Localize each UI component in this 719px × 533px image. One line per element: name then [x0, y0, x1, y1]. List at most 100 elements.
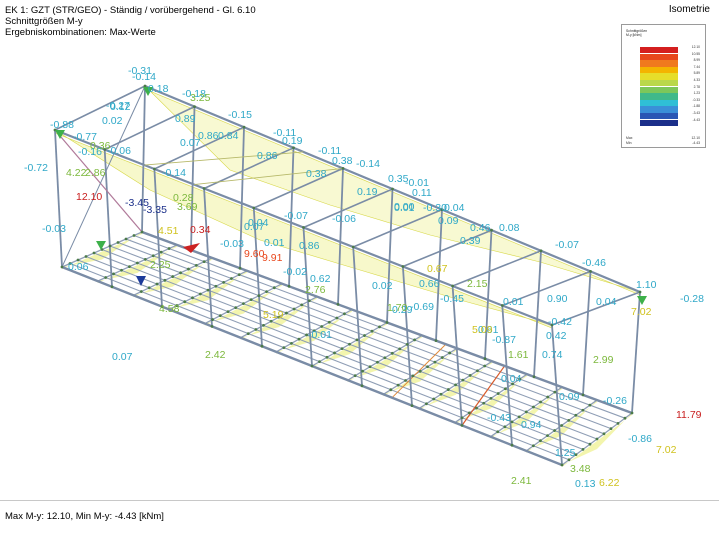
node [238, 266, 242, 270]
value-label: -0.72 [24, 162, 48, 174]
back-post [435, 209, 443, 341]
value-label: -0.27 [106, 100, 130, 112]
roof-brace [194, 167, 344, 186]
node [249, 298, 253, 302]
node [353, 374, 357, 378]
value-label: 0.90 [547, 293, 568, 305]
legend-swatch [640, 93, 678, 100]
floor-diagonal [461, 365, 506, 426]
end-brace [54, 129, 143, 233]
value-label: -0.15 [228, 109, 252, 121]
node [410, 404, 414, 407]
value-label: 2.41 [511, 475, 532, 487]
value-label-layer: -0.31-0.140.18-0.183.25-0.270.120.02-0.1… [24, 65, 704, 490]
value-label: 4.51 [158, 225, 179, 237]
value-label: 2.76 [305, 284, 326, 296]
node [128, 265, 131, 269]
node [368, 365, 372, 369]
value-label: -0.42 [548, 316, 572, 328]
node [425, 402, 428, 406]
value-label: 0.12 [110, 101, 131, 113]
node [553, 390, 557, 394]
top-cross-beam [502, 270, 591, 307]
node [210, 325, 214, 328]
node [404, 379, 407, 382]
support-arrow [637, 296, 647, 305]
node [230, 277, 233, 280]
value-label: 7.02 [656, 444, 677, 456]
node [260, 344, 264, 348]
node [335, 316, 339, 320]
legend-max-label: Max [626, 136, 633, 140]
legend-subtitle: M-y [kNm] [626, 33, 642, 37]
value-label: 5.19 [263, 309, 284, 321]
value-label: 3.48 [570, 463, 591, 475]
legend-swatch [640, 86, 678, 93]
node [193, 105, 196, 108]
node [211, 318, 214, 321]
node [318, 360, 321, 364]
node [297, 337, 301, 341]
node [496, 392, 500, 395]
legend-value: 5.89 [693, 71, 700, 76]
value-label: -0.14 [162, 167, 186, 179]
node [496, 430, 500, 434]
value-label: -0.14 [132, 71, 156, 83]
front-post [501, 305, 513, 446]
back-post [190, 106, 196, 251]
node [490, 228, 493, 232]
node [292, 146, 295, 150]
node [307, 299, 311, 303]
front-post [54, 129, 63, 268]
node [532, 375, 536, 379]
value-label: 3.69 [177, 201, 198, 213]
node [155, 282, 159, 286]
node [327, 320, 331, 324]
node [567, 458, 571, 462]
node [518, 377, 522, 381]
node [218, 314, 222, 317]
front-post [451, 285, 463, 426]
value-label: -0.03 [42, 223, 66, 235]
load-arrow [136, 276, 146, 286]
legend-swatch [640, 53, 678, 60]
value-label: 0.19 [282, 135, 303, 147]
value-label: 0.08 [499, 222, 520, 234]
legend-value: 12.10 [691, 45, 700, 49]
node [183, 300, 187, 304]
node [187, 267, 190, 271]
front-post [551, 324, 563, 466]
value-label: 0.07 [112, 351, 133, 363]
value-label: 0.89 [175, 113, 196, 125]
node [574, 413, 578, 417]
support-arrow [143, 87, 153, 96]
node [257, 294, 261, 298]
value-label: -0.69 [410, 301, 434, 313]
legend-swatch [640, 60, 678, 67]
node [242, 302, 245, 306]
value-label: -0.88 [50, 119, 74, 131]
value-label: 0.94 [521, 419, 542, 431]
node [285, 311, 288, 315]
value-label: 2.86 [85, 167, 106, 179]
value-label: 0.39 [460, 235, 481, 247]
node [616, 422, 620, 425]
node [602, 432, 606, 436]
node [385, 321, 389, 324]
value-label: 0.04 [501, 373, 522, 385]
value-label: -0.30 [423, 202, 447, 214]
moment-area [54, 129, 553, 329]
top-cross-beam [253, 167, 344, 209]
node [405, 342, 409, 346]
node [376, 360, 379, 364]
node [68, 262, 72, 265]
node [401, 265, 405, 268]
value-label: 0.34 [190, 224, 211, 236]
value-label: 2.25 [150, 259, 171, 271]
node [160, 305, 164, 308]
top-cross-beam [54, 85, 146, 131]
back-post [288, 147, 295, 287]
